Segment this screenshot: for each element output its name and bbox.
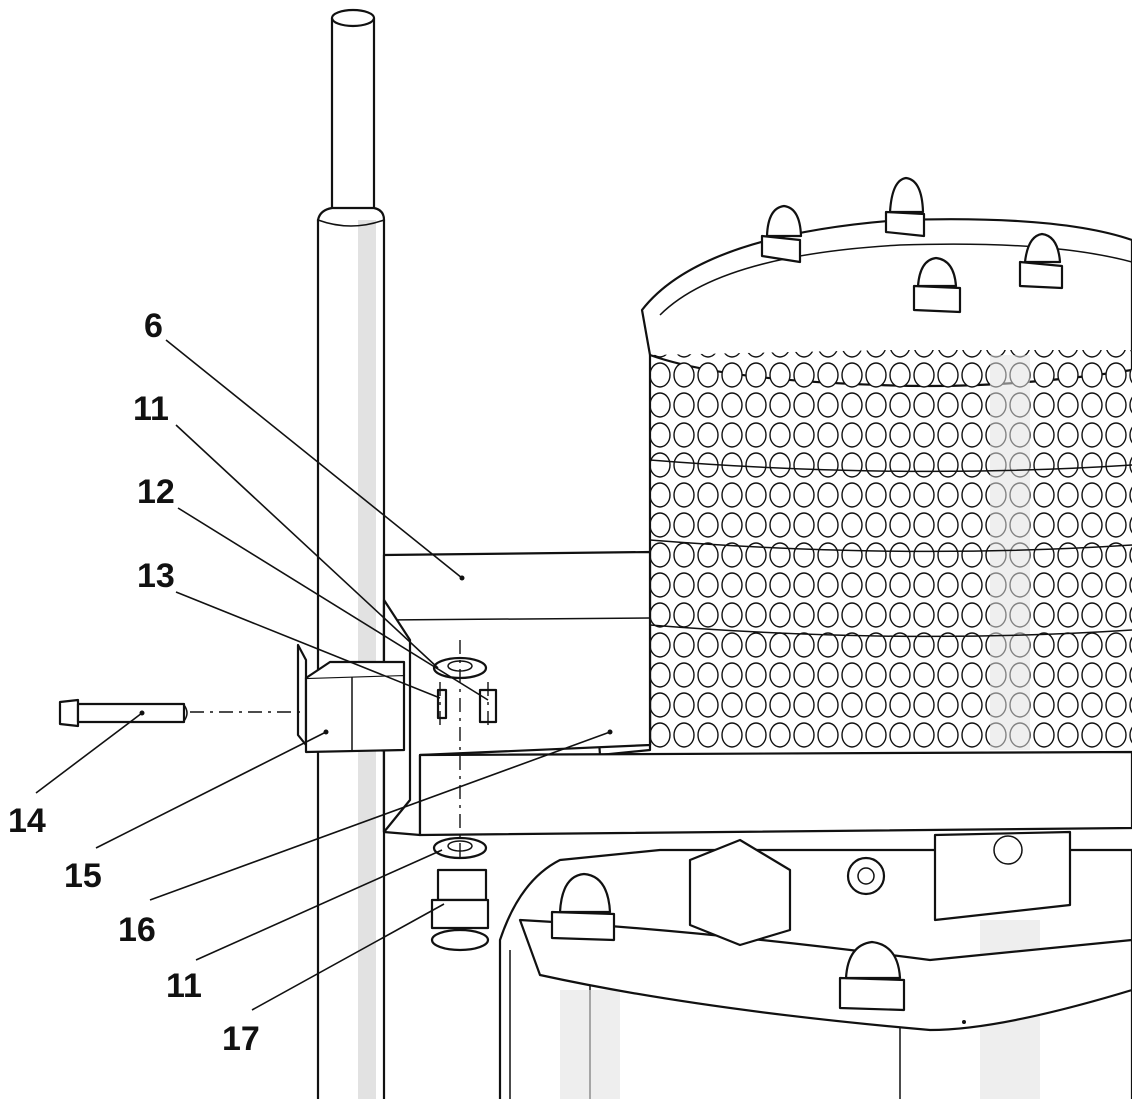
- lower-fasteners: [430, 836, 490, 952]
- cap-screw-bolt: [58, 698, 188, 728]
- callout-16: 16: [118, 911, 156, 949]
- callout-11-upper: 11: [133, 390, 169, 428]
- pivot-block: [296, 643, 406, 754]
- callout-15: 15: [64, 857, 102, 895]
- filter-canister: [594, 176, 1132, 757]
- callout-14: 14: [8, 802, 46, 840]
- callout-13: 13: [137, 557, 175, 595]
- leader-lines: [35, 339, 611, 1011]
- callout-11-lower: 11: [166, 967, 202, 1005]
- callout-6: 6: [144, 307, 163, 345]
- lower-housing: [498, 830, 1132, 1099]
- callout-12: 12: [137, 473, 175, 511]
- callout-17: 17: [222, 1020, 260, 1058]
- leader-dots: [139, 575, 966, 1024]
- callout-labels: 6 11 12 13 14 15 16 11 17: [8, 307, 260, 1058]
- centerlines: [190, 640, 489, 860]
- vertical-pole: [316, 8, 386, 1099]
